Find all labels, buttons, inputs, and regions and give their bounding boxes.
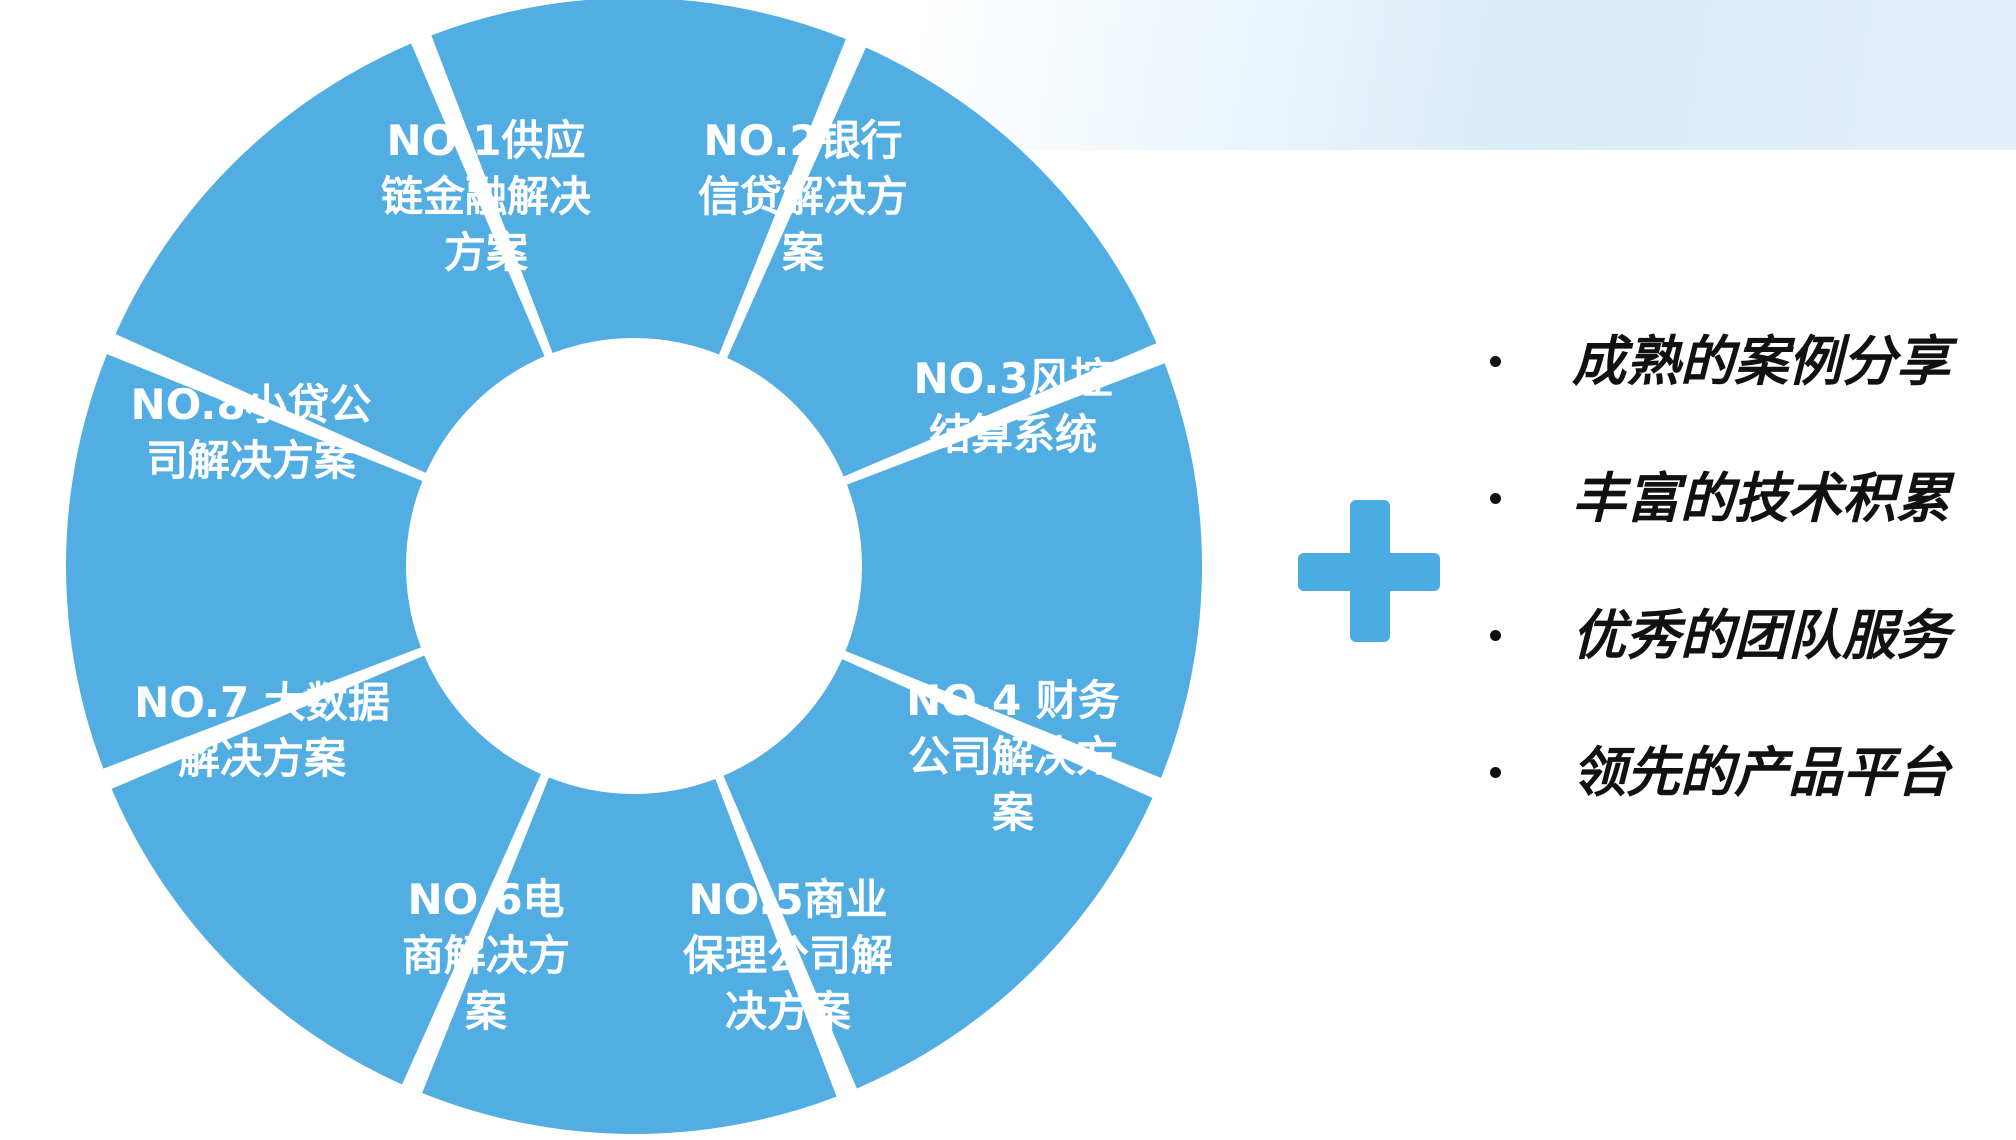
- bullet-icon: [1490, 630, 1501, 641]
- segment-label-line: NO.8小贷公: [130, 380, 371, 429]
- plus-icon: [1298, 500, 1440, 642]
- wheel-segment-3: [845, 363, 1202, 778]
- wheel-segment-8: [115, 43, 545, 473]
- segment-label-line: 链金融解决: [381, 172, 591, 221]
- wheel-segment-5: [422, 777, 837, 1134]
- segment-label-line: 商解决方: [402, 931, 570, 980]
- wheel-segment-2: [727, 47, 1157, 477]
- segment-label-7: NO.7 大数据解决方案: [134, 678, 390, 783]
- segment-label-2: NO.2银行信贷解决方案: [698, 116, 908, 277]
- feature-item: 优秀的团队服务: [1490, 586, 2000, 723]
- segment-label-3: NO.3风控结算系统: [913, 354, 1112, 459]
- wheel-segment-6: [111, 655, 541, 1085]
- segment-label-6: NO.6电商解决方案: [402, 875, 570, 1036]
- segment-label-line: 公司解决方: [908, 732, 1118, 781]
- wheel-segment-4: [723, 659, 1153, 1089]
- feature-item: 成熟的案例分享: [1490, 312, 2000, 449]
- feature-text: 成熟的案例分享: [1572, 330, 1950, 393]
- segment-label-1: NO.1供应链金融解决方案: [381, 116, 591, 277]
- feature-text: 领先的产品平台: [1572, 741, 1950, 804]
- segment-label-line: NO.2银行: [703, 116, 902, 165]
- feature-item: 丰富的技术积累: [1490, 449, 2000, 586]
- segment-label-line: NO.7 大数据: [134, 678, 390, 727]
- segment-label-line: NO.6电: [407, 875, 564, 924]
- segment-label-5: NO.5商业保理公司解决方案: [683, 875, 893, 1036]
- segment-label-line: NO.1供应: [386, 116, 585, 165]
- solution-wheel: NO.1供应链金融解决方案NO.2银行信贷解决方案NO.3风控结算系统NO.4 …: [65, 0, 1202, 1134]
- segment-label-line: 保理公司解: [683, 931, 893, 980]
- segment-label-line: 结算系统: [929, 410, 1097, 459]
- wheel-segment-7: [65, 354, 423, 769]
- segment-label-line: NO.4 财务: [906, 676, 1120, 725]
- feature-text: 丰富的技术积累: [1572, 467, 1950, 530]
- segment-label-4: NO.4 财务公司解决方案: [906, 676, 1120, 837]
- wheel-segment-1: [431, 0, 846, 355]
- feature-text: 优秀的团队服务: [1572, 604, 1950, 667]
- segment-label-line: NO.3风控: [913, 354, 1112, 403]
- bullet-icon: [1490, 767, 1501, 778]
- segment-label-line: 案: [465, 987, 508, 1036]
- segment-label-8: NO.8小贷公司解决方案: [130, 380, 371, 485]
- segment-label-line: NO.5商业: [688, 875, 887, 924]
- segment-label-line: 解决方案: [178, 734, 347, 783]
- segment-label-line: 司解决方案: [146, 436, 357, 485]
- segment-label-line: 案: [992, 788, 1035, 837]
- segment-label-line: 方案: [444, 228, 529, 277]
- feature-list: 成熟的案例分享 丰富的技术积累 优秀的团队服务 领先的产品平台: [1490, 312, 2000, 860]
- bullet-icon: [1490, 356, 1501, 367]
- segment-label-line: 案: [782, 228, 825, 277]
- bullet-icon: [1490, 493, 1501, 504]
- feature-item: 领先的产品平台: [1490, 723, 2000, 860]
- segment-label-line: 决方案: [725, 987, 852, 1036]
- segment-label-line: 信贷解决方: [698, 172, 908, 221]
- plus-horizontal-bar: [1298, 553, 1440, 591]
